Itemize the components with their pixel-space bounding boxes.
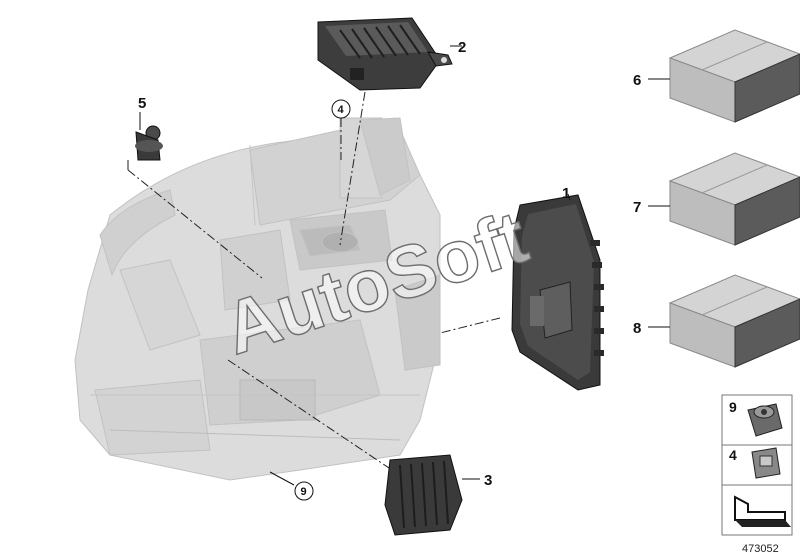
bulb-part-5 [135, 112, 163, 161]
headlight-housing [74, 117, 441, 481]
leader-lines [127, 91, 501, 471]
box-part-7 [668, 152, 800, 246]
circled-ref-4: 4 [331, 99, 351, 119]
clip-nut-part-9 [747, 403, 783, 437]
diagram-number: 473052 [742, 543, 779, 555]
callout-1: 1 [562, 185, 570, 202]
circled-ref-4-label: 4 [338, 104, 345, 116]
arrow-icon [734, 495, 791, 527]
box-part-6 [668, 29, 800, 123]
box-part-8 [668, 274, 800, 368]
circled-ref-9: 9 [269, 471, 314, 501]
small-parts-panel [721, 394, 793, 536]
callout-7: 7 [633, 199, 641, 216]
panel-num-4: 4 [729, 447, 737, 463]
callout-3: 3 [484, 472, 492, 489]
callout-6: 6 [633, 72, 641, 89]
circled-ref-9-label: 9 [301, 486, 307, 498]
panel-num-9: 9 [729, 399, 737, 415]
callout-2: 2 [458, 39, 466, 56]
callout-8: 8 [633, 320, 641, 337]
box-leaders [648, 78, 670, 328]
control-module-part-3 [384, 454, 480, 536]
callout-5: 5 [138, 95, 146, 112]
clip-part-4 [751, 447, 781, 479]
ballast-part-1 [511, 193, 604, 391]
control-module-part-2 [317, 17, 462, 91]
